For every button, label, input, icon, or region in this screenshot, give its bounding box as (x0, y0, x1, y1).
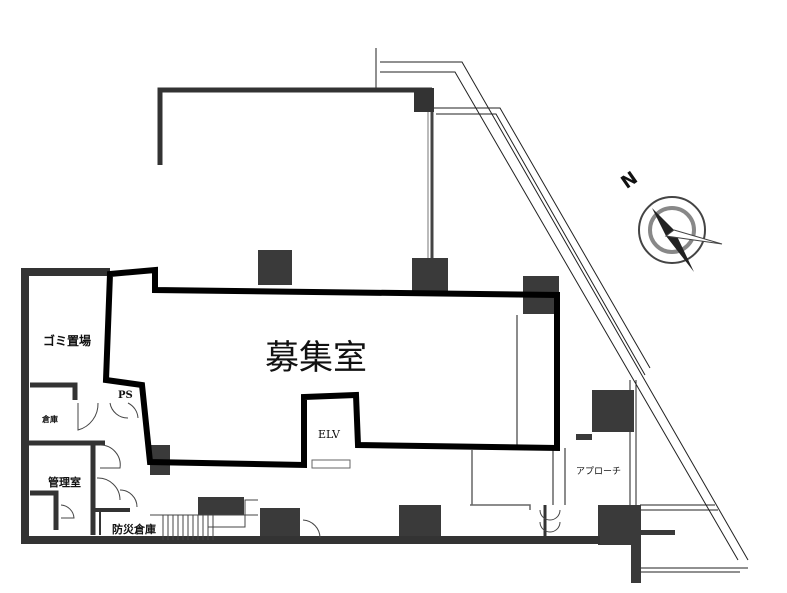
room-label-disaster-storage: 防災倉庫 (112, 523, 156, 536)
lower-building-walls (21, 268, 600, 544)
leasing-room-outline (102, 266, 560, 469)
room-label-garbage: ゴミ置場 (43, 334, 92, 348)
window-lines (470, 315, 566, 510)
room-label-elevator: ELV (318, 428, 340, 441)
doors (60, 402, 561, 539)
room-label-ps: PS (118, 390, 133, 401)
room-label-storage: 倉庫 (42, 414, 58, 424)
room-label-management: 管理室 (48, 476, 81, 489)
stairs (150, 499, 258, 540)
upper-building (157, 87, 434, 258)
site-boundary (375, 48, 749, 573)
room-label-leasing: 募集室 (265, 338, 367, 378)
columns (150, 250, 675, 583)
north-arrow-icon (638, 196, 723, 272)
room-label-approach: アプローチ (576, 467, 622, 477)
